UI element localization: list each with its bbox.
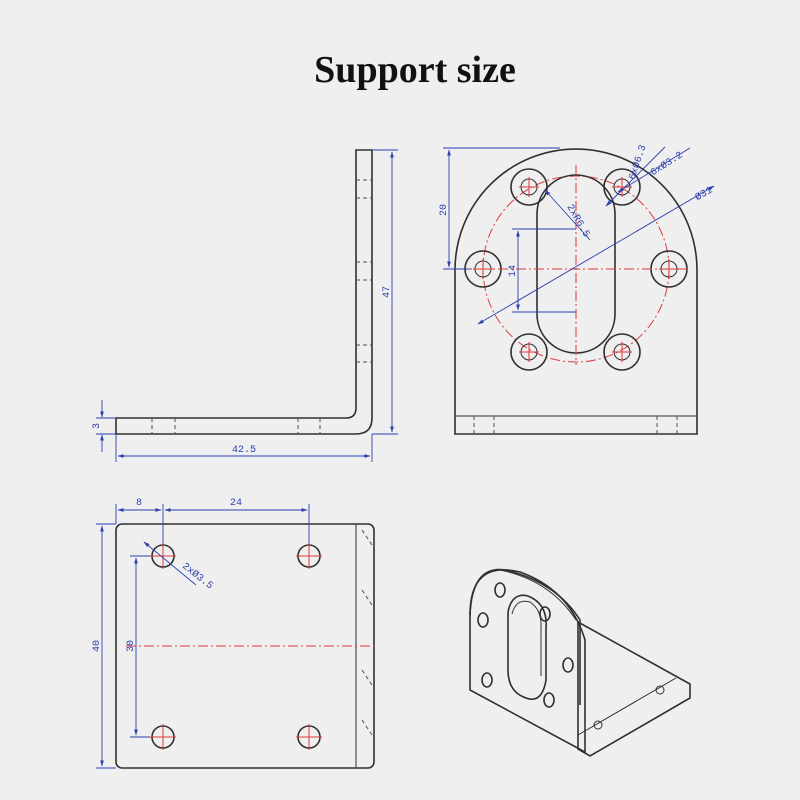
top-view-outline (115, 523, 375, 769)
isometric-view (469, 568, 691, 757)
dim-front-slot-radius: 2xR6.5 (564, 203, 592, 240)
dim-side-length: 42.5 (232, 445, 256, 456)
dim-side-thickness: 3 (92, 423, 103, 429)
top-holes (150, 543, 322, 750)
side-view: 47 3 42.5 (92, 149, 398, 462)
top-view: 8 24 40 30 2xØ3.5 (92, 498, 378, 769)
dim-front-hole-small: 6xØ3.2 (649, 149, 686, 179)
dim-top-height: 40 (92, 640, 103, 652)
dim-side-height: 47 (382, 286, 393, 298)
dim-front-top-height: 20 (439, 204, 450, 216)
dim-top-spacing-y: 30 (126, 640, 137, 652)
front-view: 20 14 6xØ6.3 6xØ3.2 Ø31 2xR6.5 (439, 143, 715, 435)
side-view-outline (115, 149, 373, 435)
dim-top-hole: 2xØ3.5 (179, 561, 215, 593)
dim-top-spacing-x: 24 (230, 498, 242, 509)
dim-top-offset-x: 8 (136, 498, 142, 509)
dim-front-slot-length: 14 (508, 265, 519, 277)
page-title: Support size (314, 49, 516, 91)
